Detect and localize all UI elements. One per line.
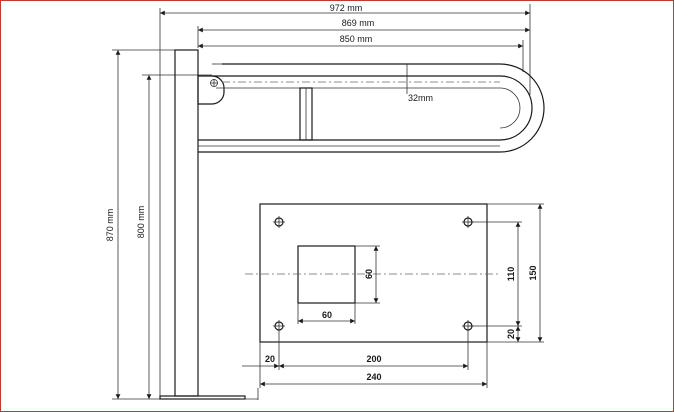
plate-dim-height: 150: [487, 203, 544, 343]
plate-dim-square-width: 60: [297, 303, 356, 324]
dimension-972: 972 mm: [159, 3, 531, 95]
plate-width-label: 240: [366, 372, 381, 382]
mounting-hole-bottom-left: [273, 320, 285, 332]
mounting-hole-top-left: [273, 216, 285, 228]
hole-vertical-spacing-label: 110: [506, 267, 516, 282]
dimension-869-label: 869 mm: [342, 18, 375, 28]
dimension-850-label: 850 mm: [340, 34, 373, 44]
dimension-870-label: 870 mm: [105, 209, 115, 242]
dimension-800: 800 mm: [136, 74, 212, 399]
plate-dim-hole-spacing-horizontal: 200: [279, 332, 469, 370]
dimension-850: 850 mm: [198, 34, 524, 72]
plate-dim-hole-spacing-vertical: 110: [468, 221, 522, 327]
hole-horizontal-spacing-label: 200: [366, 354, 381, 364]
plate-square-cutout: [297, 245, 356, 304]
support-post: [159, 49, 259, 400]
bottom-offset-label: 20: [506, 329, 516, 339]
square-height-label: 60: [364, 269, 374, 279]
left-offset-label: 20: [265, 354, 275, 364]
plate-height-label: 150: [528, 265, 538, 280]
dimension-972-label: 972 mm: [330, 3, 363, 13]
plate-dim-bottom-offset: 20: [506, 326, 521, 342]
square-width-label: 60: [322, 310, 332, 320]
grab-rail: 32mm: [197, 63, 545, 153]
dimension-800-label: 800 mm: [136, 206, 146, 239]
plate-dim-square-height: 60: [355, 245, 380, 304]
plate-dim-width: 240: [260, 342, 488, 388]
tube-diameter-label: 32mm: [408, 93, 433, 103]
